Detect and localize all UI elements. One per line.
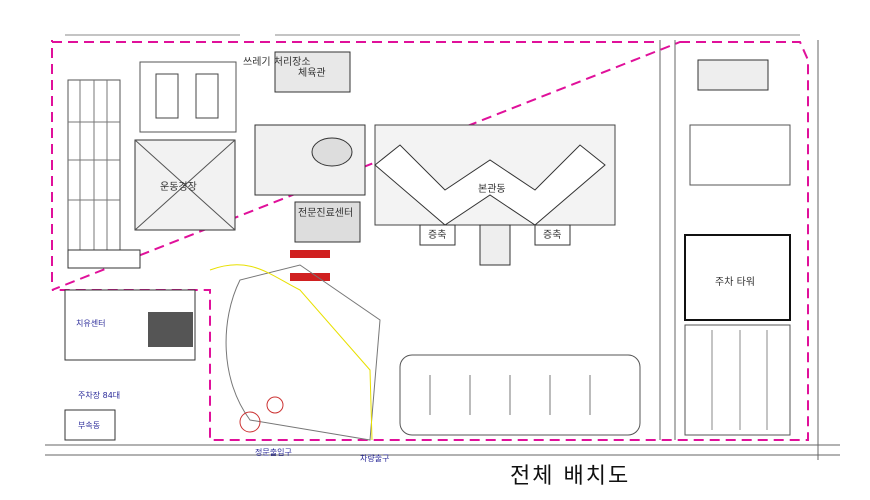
rotunda [311, 137, 353, 167]
tennis-court [139, 61, 237, 133]
road-outer [45, 40, 840, 460]
annex [64, 409, 116, 441]
parking-lot-top-right [689, 124, 791, 186]
main-building [374, 144, 606, 226]
specialty-center [294, 201, 361, 243]
parking-tower [684, 234, 791, 321]
label-sports-hall: 운동경장 [160, 180, 197, 193]
yellow-path [209, 264, 373, 441]
label-gym: 체육관 [298, 67, 326, 79]
garden [225, 264, 381, 441]
label-waste: 쓰레기 처리장소 [243, 56, 311, 68]
label-parking-tower: 주차 타워 [715, 275, 755, 288]
label-main-entrance: 정문출입구 [255, 447, 292, 457]
label-main-building: 본관동 [478, 183, 506, 195]
label-annex: 부속동 [78, 421, 100, 430]
label-parking-note: 주차장 84대 [78, 390, 120, 400]
page-title: 전체 배치도 [510, 464, 631, 489]
label-wing-right: 증축 [543, 229, 561, 241]
label-specialty-center: 전문진료센터 [298, 207, 353, 219]
label-wing-left: 증축 [428, 229, 446, 241]
parking-lot-right [684, 324, 791, 436]
building-top-right [697, 59, 769, 91]
gym [274, 51, 351, 93]
parking-lot-bottom [399, 354, 641, 436]
label-vehicle-exit: 차량출구 [360, 453, 389, 463]
stand [67, 249, 141, 269]
label-left-building: 치유센터 [76, 318, 105, 328]
